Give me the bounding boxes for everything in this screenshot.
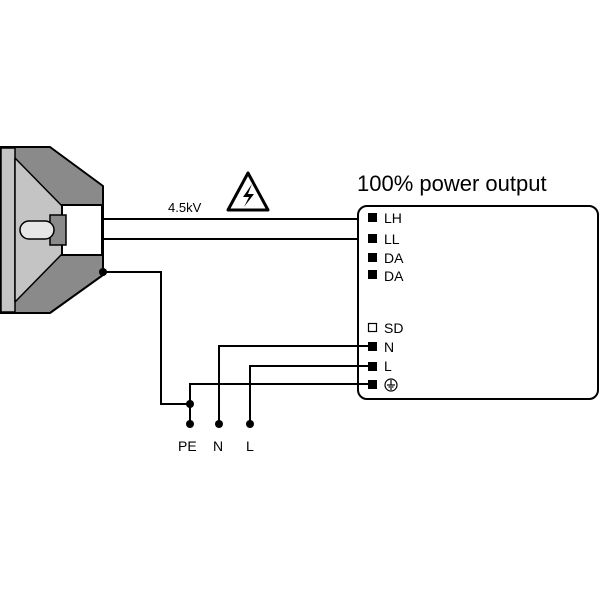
terminal-marker-n — [368, 342, 377, 351]
lamp-reflector-icon — [0, 146, 104, 314]
supply-label-l: L — [246, 438, 254, 454]
wire-l — [249, 365, 368, 424]
reflector-lens — [0, 147, 16, 313]
lamp-socket — [61, 204, 103, 256]
lamp-bulb — [19, 220, 55, 240]
terminal-marker-da2 — [368, 270, 377, 279]
protective-earth-icon — [384, 378, 398, 392]
supply-label-pe: PE — [178, 438, 197, 454]
terminal-marker-l — [368, 362, 377, 371]
junction-lamp-pe — [99, 268, 107, 276]
terminal-label-lh: LH — [384, 210, 402, 226]
terminal-label-sd: SD — [384, 320, 403, 336]
terminal-marker-sd — [367, 322, 378, 333]
ballast-box — [357, 205, 599, 400]
wire-n — [218, 345, 368, 424]
wire-pe-ballast — [189, 383, 368, 424]
terminal-marker-ll — [368, 234, 377, 243]
terminal-label-n: N — [384, 339, 394, 355]
terminal-marker-pe — [368, 380, 377, 389]
high-voltage-warning-icon — [226, 171, 270, 212]
terminal-marker-da1 — [368, 253, 377, 262]
terminal-label-da1: DA — [384, 250, 404, 266]
terminal-label-l: L — [384, 358, 392, 374]
terminal-dot-l — [246, 420, 254, 428]
junction-pe — [186, 400, 194, 408]
terminal-marker-lh — [368, 213, 377, 222]
ballast-title: 100% power output — [357, 171, 547, 196]
terminal-label-da2: DA — [384, 268, 404, 284]
supply-label-n: N — [213, 438, 223, 454]
terminal-label-ll: LL — [384, 231, 400, 247]
wire-pe-lamp — [103, 271, 190, 405]
voltage-label: 4.5kV — [168, 200, 202, 215]
terminal-dot-pe — [186, 420, 194, 428]
terminal-dot-n — [215, 420, 223, 428]
